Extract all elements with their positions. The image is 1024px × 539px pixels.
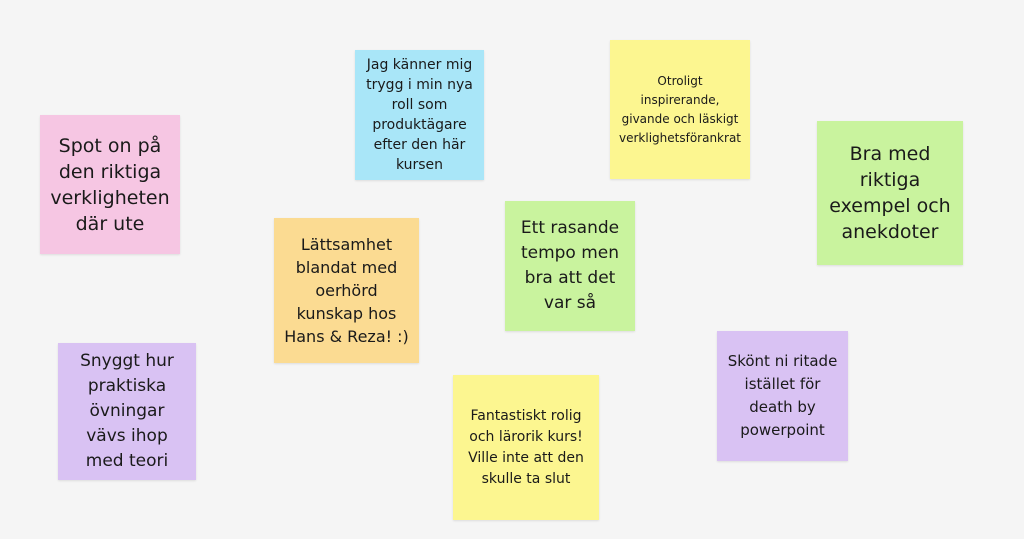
sticky-note-text: Fantastiskt rolig och lärorik kurs! Vill… [468,407,584,487]
sticky-note-snyggt[interactable]: Snyggt hur praktiska övningar vävs ihop … [58,343,196,480]
sticky-note-text: Skönt ni ritade istället för death by po… [727,352,838,439]
sticky-note-text: Lättsamhet blandat med oerhörd kunskap h… [284,235,409,346]
sticky-note-lattsamhet[interactable]: Lättsamhet blandat med oerhörd kunskap h… [274,218,419,363]
sticky-note-text: Spot on på den riktiga verkligheten där … [50,134,170,235]
sticky-note-rasande[interactable]: Ett rasande tempo men bra att det var så [505,201,635,331]
sticky-note-text: Jag känner mig trygg i min nya roll som … [366,57,473,173]
sticky-note-bra-med[interactable]: Bra med riktiga exempel och anekdoter [817,121,963,265]
sticky-note-text: Ett rasande tempo men bra att det var så [520,218,620,313]
sticky-note-otroligt[interactable]: Otroligt inspirerande, givande och läski… [610,40,750,179]
sticky-note-text: Otroligt inspirerande, givande och läski… [619,73,741,145]
sticky-note-skont[interactable]: Skönt ni ritade istället för death by po… [717,331,848,461]
sticky-note-fantastiskt[interactable]: Fantastiskt rolig och lärorik kurs! Vill… [453,375,599,520]
sticky-note-text: Bra med riktiga exempel och anekdoter [829,143,951,243]
sticky-note-spot-on[interactable]: Spot on på den riktiga verkligheten där … [40,115,180,254]
sticky-note-text: Snyggt hur praktiska övningar vävs ihop … [80,351,174,471]
sticky-note-trygg[interactable]: Jag känner mig trygg i min nya roll som … [355,50,484,180]
